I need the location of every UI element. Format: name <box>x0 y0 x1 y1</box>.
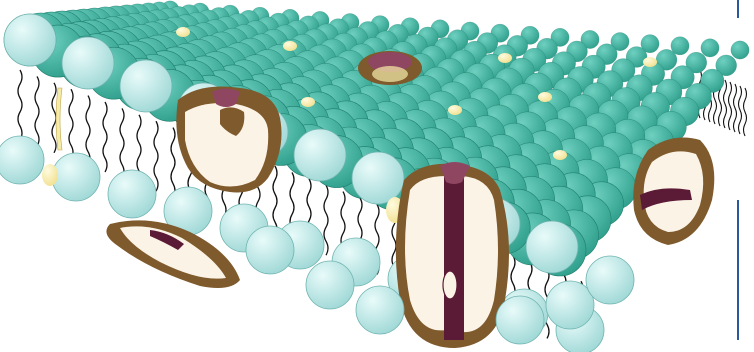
cholesterol <box>538 92 552 102</box>
lipid-head <box>62 37 114 89</box>
lipid-head <box>496 296 544 344</box>
lipid-head <box>246 226 294 274</box>
fatty-acid-tail <box>739 86 742 134</box>
cholesterol <box>283 41 297 51</box>
lipid-head <box>701 39 719 57</box>
cholesterol <box>176 27 190 37</box>
lipid-head <box>352 152 404 204</box>
cholesterol <box>42 164 58 186</box>
lipid-head <box>294 129 346 181</box>
cholesterol <box>498 53 512 63</box>
lipid-head <box>731 41 749 59</box>
fatty-acid-tail <box>18 70 22 140</box>
lipid-head <box>108 170 156 218</box>
fatty-acid-tail <box>744 88 747 136</box>
lipid-head <box>0 136 44 184</box>
lipid-head <box>4 14 56 66</box>
channel-protein-center <box>396 162 509 348</box>
cholesterol <box>553 150 567 160</box>
lipid-head <box>526 221 578 273</box>
surface-protein-top <box>358 51 422 85</box>
side-border-top <box>737 0 739 18</box>
cholesterol <box>643 57 657 67</box>
lipid-head <box>586 256 634 304</box>
side-border-bottom <box>737 200 739 340</box>
lipid-head <box>546 281 594 329</box>
fatty-acid-tail <box>734 84 737 132</box>
lipid-head <box>52 153 100 201</box>
lipid-head <box>306 261 354 309</box>
lipid-head <box>356 286 404 334</box>
cholesterol <box>301 97 315 107</box>
cholesterol <box>448 105 462 115</box>
lipid-head <box>120 60 172 112</box>
